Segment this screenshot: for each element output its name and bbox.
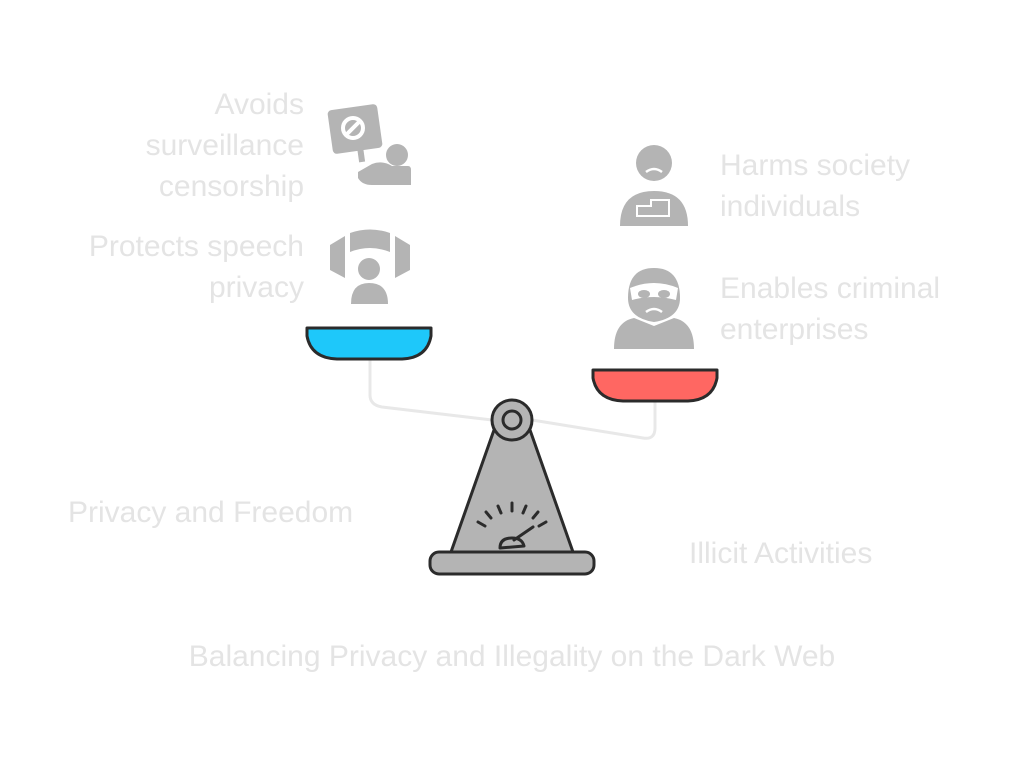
right-pan	[591, 368, 719, 403]
label-enables-criminal: Enables criminal enterprises	[720, 268, 940, 350]
protest-sign-icon	[327, 104, 411, 185]
left-pan	[305, 326, 433, 361]
label-line: individuals	[720, 190, 861, 223]
shielded-person-icon	[330, 229, 410, 304]
scale-base	[428, 550, 596, 576]
label-harms-society: Harms society individuals	[720, 145, 910, 227]
label-protects-speech: Protects speech privacy	[89, 226, 304, 308]
heading-illicit-activities: Illicit Activities	[689, 537, 873, 570]
gauge-ticks	[476, 501, 548, 528]
scale-body	[449, 428, 575, 554]
label-line: Enables criminal	[720, 272, 941, 305]
left-connector-line	[368, 360, 493, 422]
scale-pivot-inner	[501, 409, 523, 431]
label-line: privacy	[208, 271, 304, 304]
right-connector-line	[531, 400, 657, 440]
diagram-title: Balancing Privacy and Illegality on the …	[188, 640, 836, 673]
label-avoids-surveillance: Avoids surveillance censorship	[146, 84, 304, 207]
label-line: censorship	[158, 170, 304, 203]
label-line: Avoids	[214, 88, 304, 121]
label-line: Protects speech	[88, 230, 304, 263]
label-line: surveillance	[145, 129, 304, 162]
sad-person-icon	[620, 145, 688, 226]
heading-privacy-freedom: Privacy and Freedom	[68, 496, 354, 529]
masked-criminal-icon	[614, 268, 694, 349]
label-line: enterprises	[720, 313, 869, 346]
gauge-needle	[498, 525, 535, 550]
label-line: Harms society	[720, 149, 911, 182]
